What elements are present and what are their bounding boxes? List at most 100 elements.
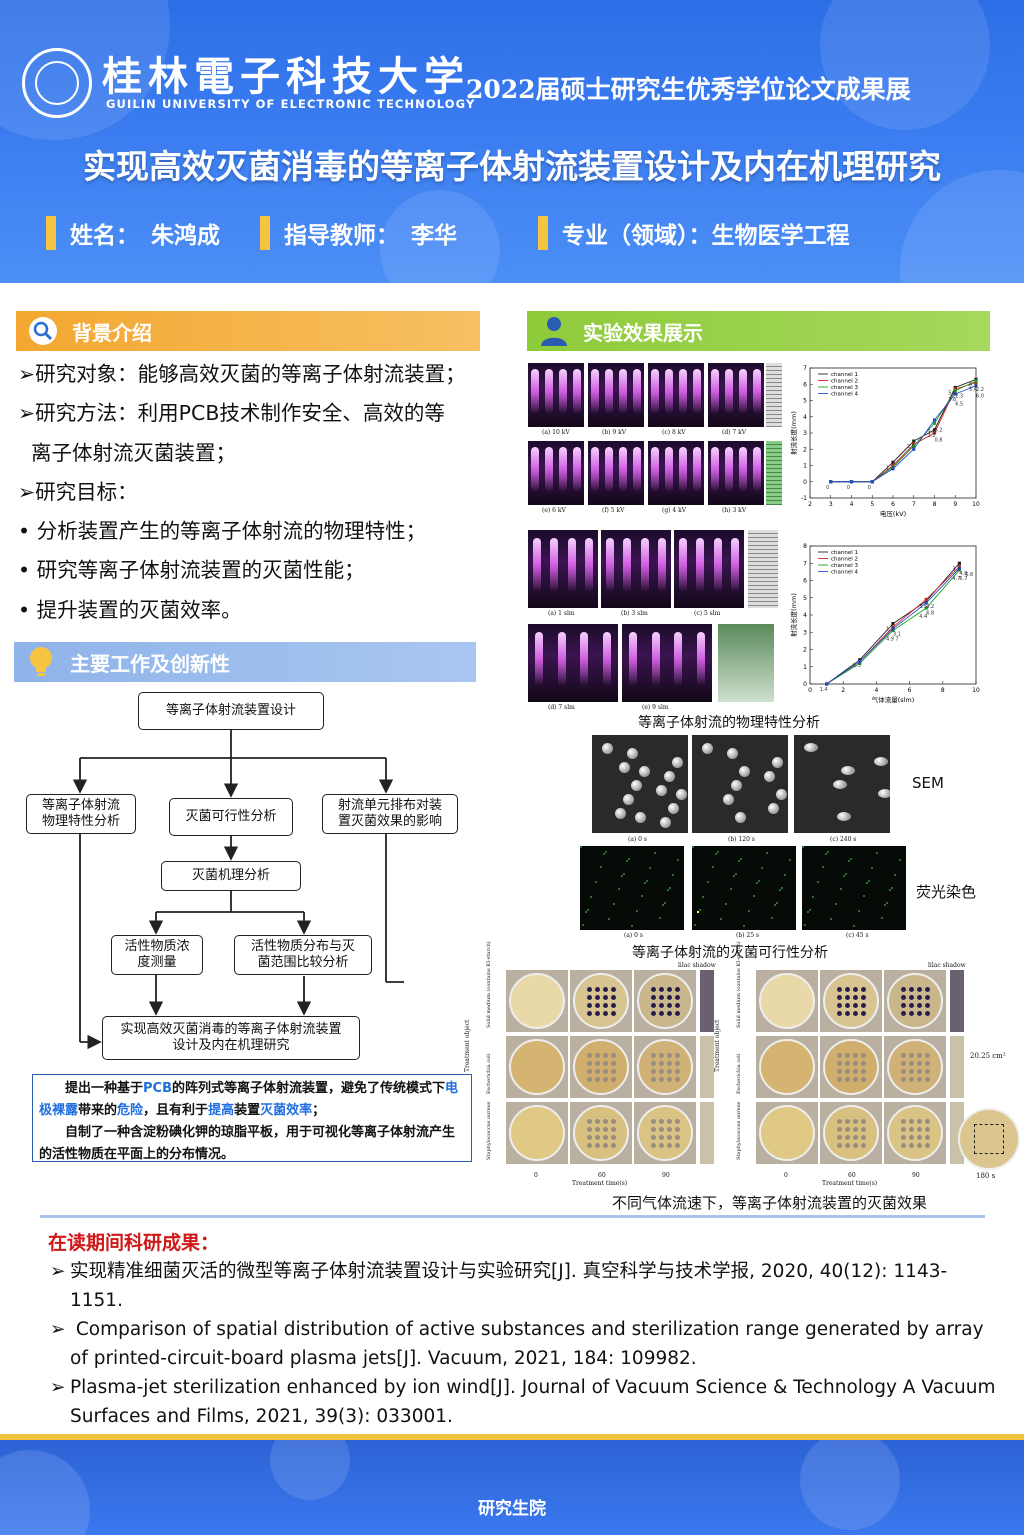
plate-photo — [506, 1036, 568, 1098]
treatment-spot — [909, 995, 914, 1000]
plate-y-axis-label: Treatment object — [464, 1019, 471, 1072]
stained-cell — [613, 903, 615, 905]
fluorescence-image — [802, 846, 906, 930]
search-icon — [26, 314, 60, 348]
sem-image — [692, 735, 788, 833]
achievements-title: 在读期间科研成果： — [48, 1232, 220, 1254]
stained-cell — [585, 911, 587, 913]
plasma-jet — [531, 447, 539, 493]
stained-cell — [766, 852, 768, 854]
data-point — [957, 566, 961, 571]
y-axis-label: 射流长度(mm) — [789, 411, 798, 455]
treatment-spot — [659, 1011, 664, 1016]
treatment-spot — [925, 1061, 930, 1066]
treatment-spot — [901, 1003, 906, 1008]
fluorescence-time-label: (c) 45 s — [846, 932, 869, 939]
legend-label: channel 3 — [831, 563, 859, 569]
plasma-jet — [633, 369, 641, 415]
petri-dish — [573, 973, 629, 1029]
treatment-spot — [587, 1069, 592, 1074]
stained-cell — [707, 881, 709, 883]
plasma-jet — [696, 631, 705, 687]
stained-cell — [850, 858, 852, 860]
treatment-spot — [901, 995, 906, 1000]
stained-cell — [697, 911, 699, 913]
plate-time-tick: 90 — [912, 1172, 920, 1179]
stained-cell — [603, 853, 605, 855]
section-background-header: 背景介绍 — [16, 311, 480, 351]
data-point — [953, 387, 957, 391]
stained-cell — [827, 851, 829, 853]
scale-ruler — [748, 530, 778, 608]
major-field: 专业（领域）：生物医学工程 — [538, 216, 850, 250]
treatment-spot — [611, 1143, 616, 1148]
treatment-spot — [909, 1077, 914, 1082]
lightbulb-icon — [24, 645, 58, 679]
photo-label: (a) 1 slm — [548, 610, 575, 617]
petri-dish — [759, 1105, 815, 1161]
data-label: 3.5 — [919, 604, 927, 610]
plasma-jet — [713, 537, 722, 593]
treatment-spot — [667, 1077, 672, 1082]
stained-cell — [733, 875, 735, 877]
bacteria-cell — [676, 789, 687, 800]
treatment-spot — [611, 1069, 616, 1074]
bacteria-cell — [764, 771, 775, 782]
treatment-spot — [917, 1003, 922, 1008]
plasma-jet — [602, 631, 611, 687]
treatment-spot — [837, 1119, 842, 1124]
plasma-photo — [708, 441, 764, 505]
treatment-spot — [861, 987, 866, 992]
data-point — [912, 444, 916, 448]
stained-cell — [889, 889, 891, 891]
data-point — [932, 431, 937, 435]
plasma-jet — [591, 447, 599, 493]
list-item: • 提升装置的灭菌效率。 — [18, 597, 242, 622]
photo-label: (a) 10 kV — [542, 429, 570, 436]
sem-image — [592, 735, 688, 833]
plasma-jet — [753, 369, 761, 415]
photo-label: (h) 3 kV — [722, 507, 747, 514]
flow-node-distribution: 活性物质分布与灭菌范围比较分析 — [234, 935, 372, 975]
plasma-jet — [633, 447, 641, 493]
plasma-jet — [693, 447, 701, 493]
stained-cell — [743, 925, 745, 927]
data-label: 6.0 — [976, 393, 984, 399]
photo-label: (d) 7 kV — [722, 429, 747, 436]
stained-cell — [605, 851, 607, 853]
stained-cell — [866, 882, 868, 884]
y-tick-label: 0 — [803, 479, 807, 486]
sem-time-label: (c) 240 s — [830, 836, 857, 843]
data-point — [924, 599, 928, 603]
plasma-jet — [674, 631, 683, 687]
shadow-strip — [950, 1036, 964, 1098]
plate-row-label: Escherichia coli — [736, 1053, 742, 1094]
treatment-spot — [901, 1061, 906, 1066]
treatment-spot — [667, 1127, 672, 1132]
treatment-spot — [595, 1143, 600, 1148]
y-tick-label: 7 — [803, 560, 807, 567]
plate-row-label: Escherichia coli — [486, 1053, 492, 1094]
treatment-spot — [587, 1077, 592, 1082]
plate-time-tick: 0 — [784, 1172, 788, 1179]
treatment-spot — [659, 1061, 664, 1066]
treatment-spot — [925, 995, 930, 1000]
treatment-spot — [651, 995, 656, 1000]
data-point — [974, 384, 978, 388]
stained-cell — [667, 889, 669, 891]
treatment-spot — [845, 1119, 850, 1124]
plasma-jet — [545, 369, 553, 415]
x-tick-label: 6 — [891, 501, 895, 508]
y-tick-label: 6 — [803, 578, 807, 585]
treatment-spot — [925, 1077, 930, 1082]
plasma-jet — [559, 369, 567, 415]
stained-cell — [623, 873, 625, 875]
y-axis-label: 射流长度(mm) — [789, 593, 798, 637]
treatment-spot — [853, 1077, 858, 1082]
fluorescence-image — [692, 846, 796, 930]
plasma-jet — [605, 537, 614, 593]
stained-cell — [886, 902, 888, 904]
data-point — [932, 418, 937, 422]
x-axis-label: 气体流量(slm) — [872, 695, 915, 704]
